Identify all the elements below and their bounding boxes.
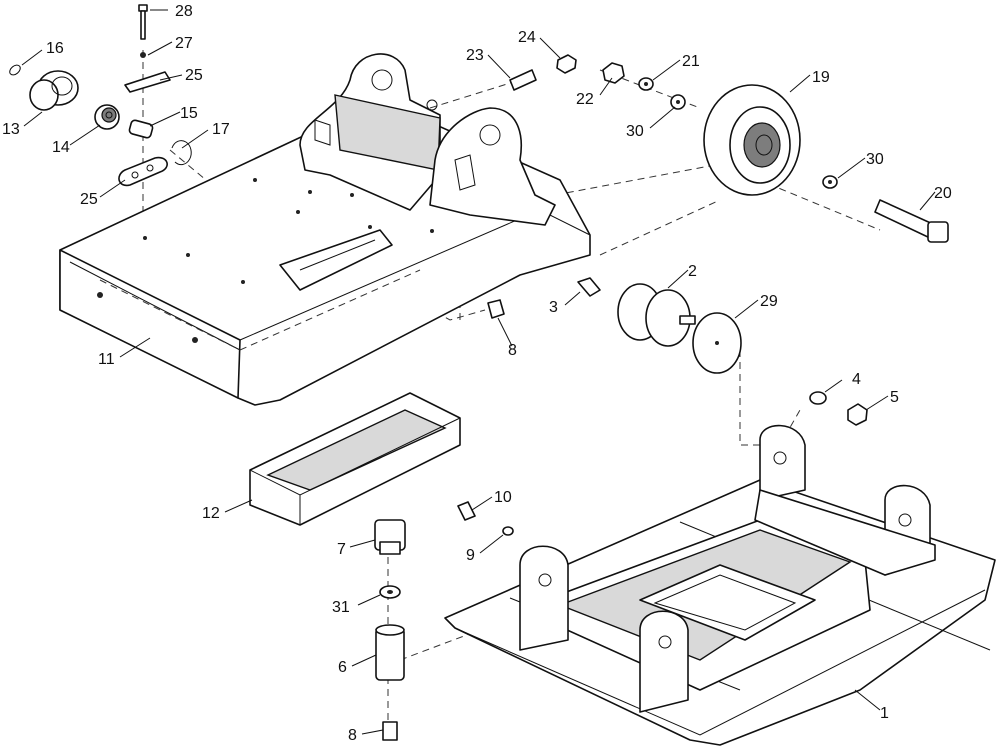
callout-8-upper: 8 bbox=[508, 342, 517, 359]
callout-1: 1 bbox=[880, 705, 889, 722]
callout-30-upper: 30 bbox=[626, 123, 644, 140]
callout-16: 16 bbox=[46, 40, 64, 57]
callout-21: 21 bbox=[682, 53, 700, 70]
callout-28: 28 bbox=[175, 3, 193, 20]
callout-15: 15 bbox=[180, 105, 198, 122]
callout-13: 13 bbox=[2, 121, 20, 138]
small-parts bbox=[9, 4, 949, 741]
callout-11: 11 bbox=[98, 351, 115, 368]
callout-6: 6 bbox=[338, 659, 347, 676]
callout-4: 4 bbox=[852, 371, 861, 388]
callout-27: 27 bbox=[175, 35, 193, 52]
upper-frame-part bbox=[59, 53, 591, 406]
callout-29: 29 bbox=[760, 293, 778, 310]
rubber-pad-part bbox=[249, 392, 461, 526]
callout-labels: 1 2 3 4 5 6 7 8 8 9 10 11 12 13 14 15 16… bbox=[2, 3, 952, 744]
callout-25-upper: 25 bbox=[185, 67, 203, 84]
callout-30-right: 30 bbox=[866, 151, 884, 168]
callout-19: 19 bbox=[812, 69, 830, 86]
callout-2: 2 bbox=[688, 263, 697, 280]
callout-24: 24 bbox=[518, 29, 536, 46]
callout-23: 23 bbox=[466, 47, 484, 64]
callout-10: 10 bbox=[494, 489, 512, 506]
callout-22: 22 bbox=[576, 91, 594, 108]
callout-leaders bbox=[21, 9, 936, 735]
callout-7: 7 bbox=[337, 541, 346, 558]
callout-17: 17 bbox=[212, 121, 230, 138]
callout-9: 9 bbox=[466, 547, 475, 564]
callout-14: 14 bbox=[52, 139, 70, 156]
callout-20: 20 bbox=[934, 185, 952, 202]
callout-5: 5 bbox=[890, 389, 899, 406]
callout-25-lower: 25 bbox=[80, 191, 98, 208]
callout-3: 3 bbox=[549, 299, 558, 316]
base-plate-part bbox=[444, 424, 996, 746]
callout-12: 12 bbox=[202, 505, 220, 522]
callout-31: 31 bbox=[332, 599, 350, 616]
callout-8-lower: 8 bbox=[348, 727, 357, 744]
